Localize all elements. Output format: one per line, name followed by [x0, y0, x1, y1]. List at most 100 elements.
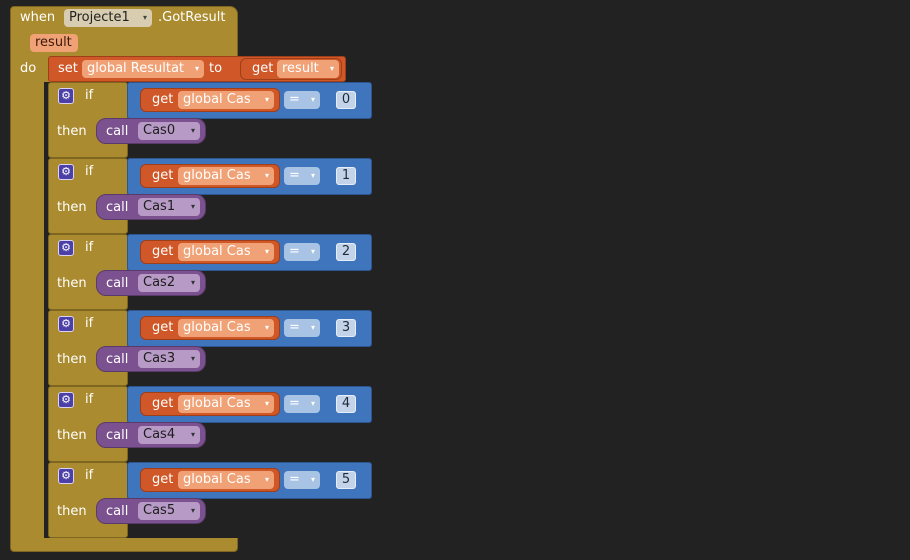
variable-dropdown[interactable]: global Cas ▾ [178, 319, 274, 337]
set-variable-name: global Resultat [87, 61, 185, 76]
chevron-down-icon: ▾ [190, 354, 195, 363]
procedure-dropdown[interactable]: Cas1 ▾ [138, 198, 200, 216]
if-label: if [85, 240, 94, 255]
chevron-down-icon: ▾ [310, 247, 315, 256]
chevron-down-icon: ▾ [194, 64, 199, 73]
if-label: if [85, 316, 94, 331]
chevron-down-icon: ▾ [264, 171, 269, 180]
number-input[interactable]: 0 [336, 91, 356, 109]
component-name: Projecte1 [69, 10, 130, 25]
chevron-down-icon: ▾ [310, 171, 315, 180]
chevron-down-icon: ▾ [190, 278, 195, 287]
if-label: if [85, 164, 94, 179]
number-input[interactable]: 2 [336, 243, 356, 261]
procedure-name: Cas0 [143, 123, 176, 138]
chevron-down-icon: ▾ [310, 475, 315, 484]
number-input[interactable]: 4 [336, 395, 356, 413]
operator-dropdown[interactable]: = ▾ [284, 243, 320, 261]
gear-glyph: ⚙ [61, 241, 71, 254]
if-label: if [85, 392, 94, 407]
procedure-dropdown[interactable]: Cas3 ▾ [138, 350, 200, 368]
operator-dropdown[interactable]: = ▾ [284, 471, 320, 489]
do-label: do [20, 61, 37, 76]
number-input[interactable]: 1 [336, 167, 356, 185]
variable-dropdown[interactable]: global Cas ▾ [178, 395, 274, 413]
call-label: call [106, 276, 129, 291]
procedure-dropdown[interactable]: Cas0 ▾ [138, 122, 200, 140]
call-label: call [106, 428, 129, 443]
procedure-dropdown[interactable]: Cas4 ▾ [138, 426, 200, 444]
to-label: to [209, 61, 223, 76]
then-label: then [57, 428, 87, 443]
variable-name: global Cas [183, 320, 251, 335]
chevron-down-icon: ▾ [264, 95, 269, 104]
get-label: get [152, 396, 174, 411]
variable-name: global Cas [183, 472, 251, 487]
chevron-down-icon: ▾ [310, 399, 315, 408]
gear-glyph: ⚙ [61, 165, 71, 178]
gear-glyph: ⚙ [61, 393, 71, 406]
procedure-name: Cas4 [143, 427, 176, 442]
operator-dropdown[interactable]: = ▾ [284, 395, 320, 413]
then-label: then [57, 504, 87, 519]
if-block-2[interactable]: ⚙ if then get global Cas ▾ = ▾ 2 call Ca… [0, 234, 910, 310]
gear-glyph: ⚙ [61, 317, 71, 330]
if-block-0[interactable]: ⚙ if then get global Cas ▾ = ▾ 0 call Ca… [0, 82, 910, 158]
get-label: get [152, 92, 174, 107]
call-label: call [106, 200, 129, 215]
procedure-dropdown[interactable]: Cas2 ▾ [138, 274, 200, 292]
gear-icon[interactable]: ⚙ [58, 468, 74, 484]
operator-dropdown[interactable]: = ▾ [284, 167, 320, 185]
call-label: call [106, 504, 129, 519]
variable-dropdown[interactable]: global Cas ▾ [178, 91, 274, 109]
set-label: set [58, 61, 78, 76]
procedure-name: Cas5 [143, 503, 176, 518]
number-input[interactable]: 5 [336, 471, 356, 489]
variable-dropdown[interactable]: global Cas ▾ [178, 167, 274, 185]
variable-dropdown[interactable]: global Cas ▾ [178, 243, 274, 261]
set-variable-dropdown[interactable]: global Resultat ▾ [82, 60, 204, 78]
call-label: call [106, 124, 129, 139]
gear-icon[interactable]: ⚙ [58, 316, 74, 332]
get-result-dropdown[interactable]: result ▾ [277, 60, 339, 78]
if-block-1[interactable]: ⚙ if then get global Cas ▾ = ▾ 1 call Ca… [0, 158, 910, 234]
chevron-down-icon: ▾ [190, 126, 195, 135]
if-label: if [85, 88, 94, 103]
gear-icon[interactable]: ⚙ [58, 88, 74, 104]
when-label: when [20, 10, 56, 25]
if-block-4[interactable]: ⚙ if then get global Cas ▾ = ▾ 4 call Ca… [0, 386, 910, 462]
chevron-down-icon: ▾ [190, 202, 195, 211]
chevron-down-icon: ▾ [310, 95, 315, 104]
operator-symbol: = [289, 320, 300, 335]
gear-icon[interactable]: ⚙ [58, 164, 74, 180]
variable-dropdown[interactable]: global Cas ▾ [178, 471, 274, 489]
get-label: get [152, 168, 174, 183]
gear-glyph: ⚙ [61, 469, 71, 482]
variable-name: global Cas [183, 168, 251, 183]
number-input[interactable]: 3 [336, 319, 356, 337]
operator-dropdown[interactable]: = ▾ [284, 91, 320, 109]
chevron-down-icon: ▾ [329, 64, 334, 73]
event-param-result[interactable]: result [30, 34, 78, 52]
chevron-down-icon: ▾ [142, 13, 147, 22]
variable-name: global Cas [183, 396, 251, 411]
if-block-3[interactable]: ⚙ if then get global Cas ▾ = ▾ 3 call Ca… [0, 310, 910, 386]
get-label: get [152, 320, 174, 335]
gear-icon[interactable]: ⚙ [58, 392, 74, 408]
procedure-dropdown[interactable]: Cas5 ▾ [138, 502, 200, 520]
if-block-5[interactable]: ⚙ if then get global Cas ▾ = ▾ 5 call Ca… [0, 462, 910, 538]
component-dropdown[interactable]: Projecte1 ▾ [64, 9, 152, 27]
chevron-down-icon: ▾ [264, 399, 269, 408]
gear-icon[interactable]: ⚙ [58, 240, 74, 256]
gear-glyph: ⚙ [61, 89, 71, 102]
get-result-name: result [282, 61, 319, 76]
then-label: then [57, 276, 87, 291]
operator-symbol: = [289, 92, 300, 107]
procedure-name: Cas1 [143, 199, 176, 214]
get-label: get [152, 472, 174, 487]
procedure-name: Cas2 [143, 275, 176, 290]
operator-dropdown[interactable]: = ▾ [284, 319, 320, 337]
chevron-down-icon: ▾ [264, 475, 269, 484]
then-label: then [57, 124, 87, 139]
variable-name: global Cas [183, 92, 251, 107]
